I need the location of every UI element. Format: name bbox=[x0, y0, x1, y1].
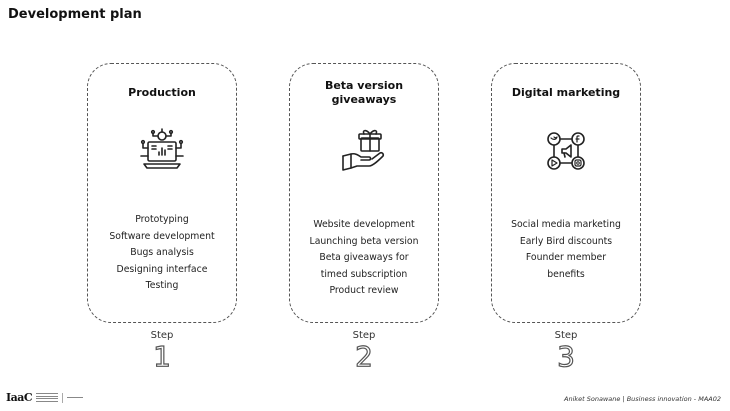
list-item: benefits bbox=[547, 268, 585, 280]
card-list: Prototyping Software development Bugs an… bbox=[88, 212, 236, 295]
step-number: 2 bbox=[354, 340, 373, 373]
list-item: Website development bbox=[313, 219, 415, 230]
list-item: Social media marketing bbox=[511, 219, 621, 230]
step-label: Step bbox=[352, 330, 376, 341]
card-title: Digital marketing bbox=[511, 86, 621, 99]
logo-text: IaaC bbox=[6, 391, 33, 404]
list-item: Beta giveaways for bbox=[319, 252, 409, 264]
laptop-circuit-icon bbox=[140, 128, 184, 169]
list-item: timed subscription bbox=[320, 268, 408, 280]
list-item: Launching beta version bbox=[309, 235, 419, 247]
social-media-network-icon bbox=[547, 132, 585, 170]
list-item: Prototyping bbox=[135, 214, 189, 225]
footer-credit: Aniket Sonawane | Business innovation - … bbox=[564, 395, 721, 403]
step-label: Step bbox=[554, 330, 578, 341]
hand-gift-icon bbox=[342, 129, 385, 171]
card-list: Social media marketing Early Bird discou… bbox=[492, 217, 640, 283]
card-production: Production Prototyping Software developm… bbox=[87, 63, 237, 323]
list-item: Founder member bbox=[525, 252, 607, 264]
iaac-logo: IaaC bbox=[6, 391, 83, 404]
card-title-line-1: Beta version bbox=[324, 79, 404, 92]
list-item: Designing interface bbox=[116, 263, 208, 275]
step-number: 3 bbox=[556, 340, 575, 373]
card-title: Beta version giveaways bbox=[290, 79, 438, 107]
card-title-line-2: giveaways bbox=[331, 93, 397, 106]
card-list: Website development Launching beta versi… bbox=[290, 217, 438, 300]
logo-divider bbox=[62, 392, 63, 403]
step-2: Step 2 bbox=[334, 330, 394, 372]
step-label: Step bbox=[150, 330, 174, 341]
logo-small-line bbox=[66, 396, 83, 399]
list-item: Software development bbox=[109, 230, 215, 242]
list-item: Product review bbox=[329, 285, 399, 297]
step-number: 1 bbox=[152, 340, 171, 373]
page-title: Development plan bbox=[8, 7, 142, 22]
card-beta-giveaways: Beta version giveaways Website developme… bbox=[289, 63, 439, 323]
list-item: Testing bbox=[145, 280, 179, 292]
card-title: Production bbox=[128, 86, 196, 99]
logo-lines bbox=[36, 392, 59, 403]
card-digital-marketing: Digital marketing Social media marketing… bbox=[491, 63, 641, 323]
list-item: Early Bird discounts bbox=[519, 235, 613, 247]
step-3: Step 3 bbox=[536, 330, 596, 372]
list-item: Bugs analysis bbox=[130, 247, 194, 259]
step-1: Step 1 bbox=[132, 330, 192, 372]
